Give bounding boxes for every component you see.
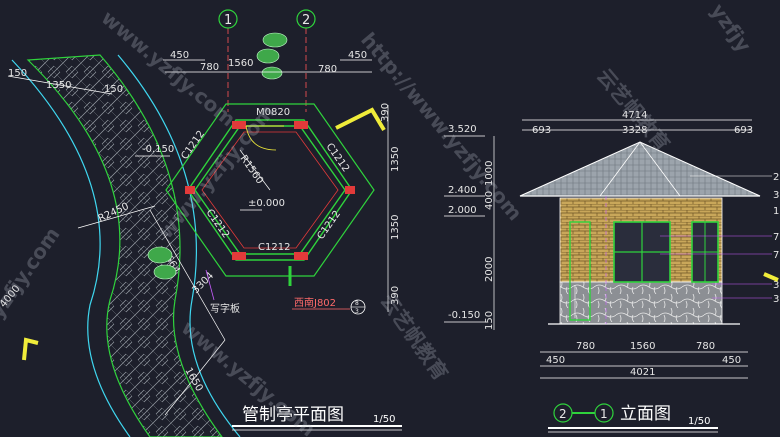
watermark-6: 云艺帆教育: [376, 289, 453, 385]
watermark-4: yzfjy: [706, 0, 756, 57]
detail-sub: 3: [355, 308, 359, 315]
elev-dim-mid: 3328: [622, 125, 647, 136]
plan-axis-markers: 1 2: [218, 9, 316, 112]
plan-title-block: 管制亭平面图 1/50: [232, 405, 402, 431]
yellow-section-mark-right: [763, 272, 779, 282]
elev-dim-2000: 2000: [484, 257, 495, 282]
axis-label-1: 1: [224, 13, 232, 28]
dim-1350: 1350: [46, 80, 71, 91]
board-label: 写字板: [210, 302, 240, 315]
dim-150-b: 150: [104, 84, 123, 95]
yellow-section-mark-plan: [335, 107, 386, 132]
plan-right-dimensions: 390 1350 1350 390: [380, 103, 401, 312]
elevation-title-scale: 1/50: [688, 416, 710, 427]
axis-bubble-1: [218, 9, 238, 29]
window-label-5: C1212: [258, 242, 290, 253]
elev-dim-1000: 1000: [484, 161, 495, 186]
tag-4: 7: [773, 232, 779, 243]
axis-label-2: 2: [302, 13, 310, 28]
plan-dim-1350-a: 1350: [390, 147, 401, 172]
elev-dim-400: 400: [484, 191, 495, 210]
tag-7: 3: [773, 294, 779, 305]
yellow-section-mark-left: [22, 337, 39, 361]
elevation-levels: 3.520 2.400 2.000 -0.150 1000 400 2000 1…: [444, 124, 495, 330]
plan-title-scale: 1/50: [373, 414, 395, 425]
hexagon-kiosk-plan: [165, 103, 375, 286]
window-label-1: C1212: [179, 129, 207, 162]
tag-1: 2: [773, 172, 779, 183]
plan-title: 管制亭平面图: [242, 405, 344, 425]
plan-dim-390-bottom: 390: [390, 286, 401, 305]
elev-dim-150: 150: [484, 311, 495, 330]
elevation-title: 立面图: [620, 404, 671, 424]
elev-bottom-780-right: 780: [696, 341, 715, 352]
level-2000: 2.000: [448, 205, 477, 216]
elev-bottom-780-left: 780: [576, 341, 595, 352]
elevation-tags: 2 3 1 7 7 3 3: [660, 172, 779, 305]
elev-bottom-450-left: 450: [546, 355, 565, 366]
plan-dim-390-top: 390: [380, 103, 391, 122]
elevation-title-block: 2 1 立面图 1/50: [548, 403, 718, 433]
dim-150-a: 150: [8, 68, 27, 79]
watermark-7: yzfjy.com: [0, 223, 65, 323]
south-label: 西南J802: [294, 296, 336, 309]
elev-dim-right: 693: [734, 125, 753, 136]
elev-axis-2: 2: [559, 407, 567, 421]
window-label-3: C1212: [204, 207, 232, 240]
plan-dim-450-left: 450: [170, 50, 189, 61]
axis-bubble-2: [296, 9, 316, 29]
watermark-2: 云艺帆教育: [592, 64, 675, 156]
plan-top-dimensions: 450 780 1560 780 450: [163, 50, 372, 75]
door-label: M0820: [256, 107, 290, 118]
plan-dim-780-left: 780: [200, 62, 219, 73]
kiosk-elevation: [519, 141, 761, 325]
level-minus-0150: -0.150: [448, 310, 480, 321]
green-shrubs: [147, 32, 288, 280]
level-inner: ±0.000: [248, 198, 285, 209]
elevation-top-dimensions: 4714 693 3328 693: [522, 110, 753, 136]
elev-dim-total: 4714: [622, 110, 647, 121]
tag-3: 1: [773, 206, 779, 217]
curved-walkway: [11, 54, 241, 437]
plan-dim-1350-b: 1350: [390, 215, 401, 240]
elevation-bottom-dimensions: 780 1560 780 450 450 4021: [540, 341, 748, 379]
tag-2: 3: [773, 190, 779, 201]
level-3520: 3.520: [448, 124, 477, 135]
level-2400: 2.400: [448, 185, 477, 196]
tag-5: 7: [773, 250, 779, 261]
elev-axis-1: 1: [600, 407, 608, 421]
level-outer: -0.150: [142, 144, 174, 155]
tag-6: 3: [773, 280, 779, 291]
plan-dim-780-right: 780: [318, 64, 337, 75]
detail-number: 8: [355, 300, 359, 307]
elev-bottom-total: 4021: [630, 367, 655, 378]
elev-dim-left: 693: [532, 125, 551, 136]
plan-dim-1560: 1560: [228, 58, 253, 69]
elev-bottom-450-right: 450: [722, 355, 741, 366]
elev-bottom-1560: 1560: [630, 341, 655, 352]
plan-dim-450-right: 450: [348, 50, 367, 61]
